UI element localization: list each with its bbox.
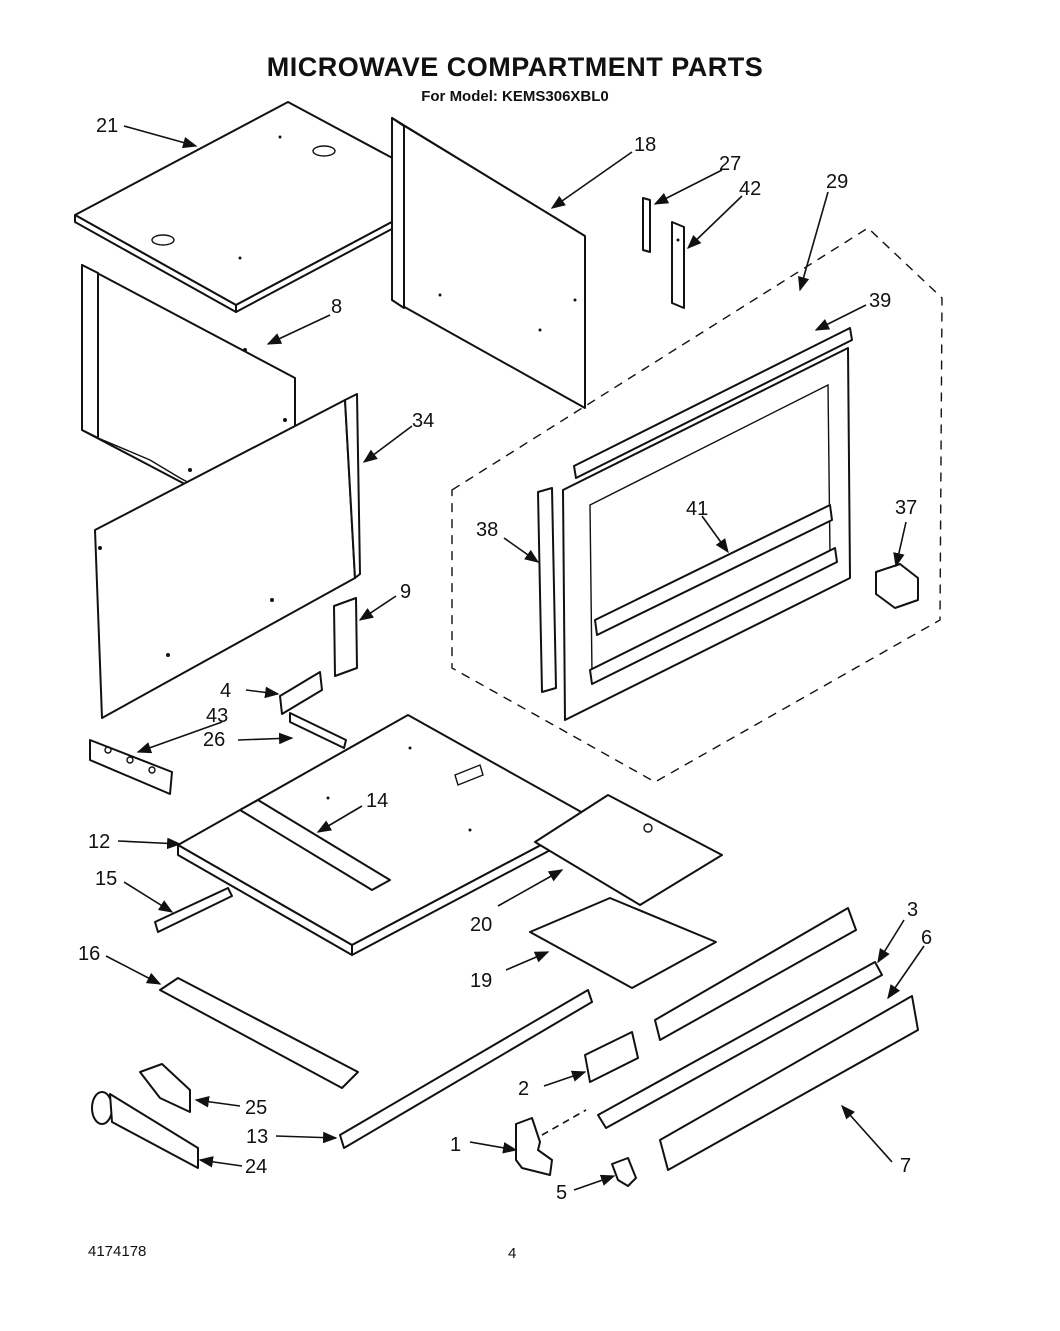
part-13-rail (339, 989, 593, 1149)
part-4-bracket (279, 671, 323, 715)
callout-15: 15 (95, 868, 117, 890)
part-2-bracket (584, 1031, 639, 1083)
callout-27: 27 (719, 153, 741, 175)
callout-37: 37 (895, 497, 917, 519)
part-5-clip (611, 1157, 637, 1187)
callout-5: 5 (556, 1182, 567, 1204)
model-subtitle: For Model: KEMS306XBL0 (421, 88, 609, 105)
callout-14: 14 (366, 790, 388, 812)
part-20-perforated-panel (534, 794, 723, 906)
part-14-channel (239, 799, 391, 891)
callout-34: 34 (412, 410, 434, 432)
callout-12: 12 (88, 831, 110, 853)
callout-8: 8 (331, 296, 342, 318)
leader-lines (105, 125, 925, 1191)
part-3-strip (654, 907, 857, 1041)
part-7-channel (659, 995, 919, 1171)
callout-42: 42 (739, 178, 761, 200)
part-24-duct (91, 1091, 199, 1169)
callout-19: 19 (470, 970, 492, 992)
page-title: MICROWAVE COMPARTMENT PARTS (266, 52, 764, 82)
part-42-bracket (671, 221, 685, 309)
part-43-hinge-block (89, 739, 173, 795)
callout-38: 38 (476, 519, 498, 541)
callout-29: 29 (826, 171, 848, 193)
callout-24: 24 (245, 1156, 267, 1178)
part-19-plate (529, 897, 717, 989)
callout-9: 9 (400, 581, 411, 603)
part-25-bracket (139, 1063, 191, 1113)
part-18-right-side-panel (391, 117, 586, 409)
callout-3: 3 (907, 899, 918, 921)
page-number: 4 (508, 1245, 517, 1262)
callout-18: 18 (634, 134, 656, 156)
part-12-bottom-panel (177, 714, 593, 956)
part-29-frame-assembly (451, 227, 943, 783)
callout-13: 13 (246, 1126, 268, 1148)
callout-20: 20 (470, 914, 492, 936)
callout-7: 7 (900, 1155, 911, 1177)
part-9-plate (333, 597, 358, 677)
callout-16: 16 (78, 943, 100, 965)
callout-26: 26 (203, 729, 225, 751)
callout-21: 21 (96, 115, 118, 137)
part-27-strip (642, 197, 651, 253)
part-37-clip (875, 563, 919, 609)
callout-4: 4 (220, 680, 231, 702)
callout-39: 39 (869, 290, 891, 312)
part-15-rail (154, 887, 233, 933)
part-34-inner-side-panel (94, 393, 361, 719)
part-26-rail (289, 712, 347, 749)
callout-43: 43 (206, 705, 228, 727)
part-1-switch (515, 1117, 553, 1176)
part-16-bracket-rail (159, 977, 359, 1089)
callout-25: 25 (245, 1097, 267, 1119)
callout-2: 2 (518, 1078, 529, 1100)
part-6-channel (597, 961, 883, 1129)
callout-6: 6 (921, 927, 932, 949)
document-number: 4174178 (88, 1243, 147, 1260)
part-38-vertical-strip (537, 487, 557, 693)
callout-1: 1 (450, 1134, 461, 1156)
callout-41: 41 (686, 498, 708, 520)
